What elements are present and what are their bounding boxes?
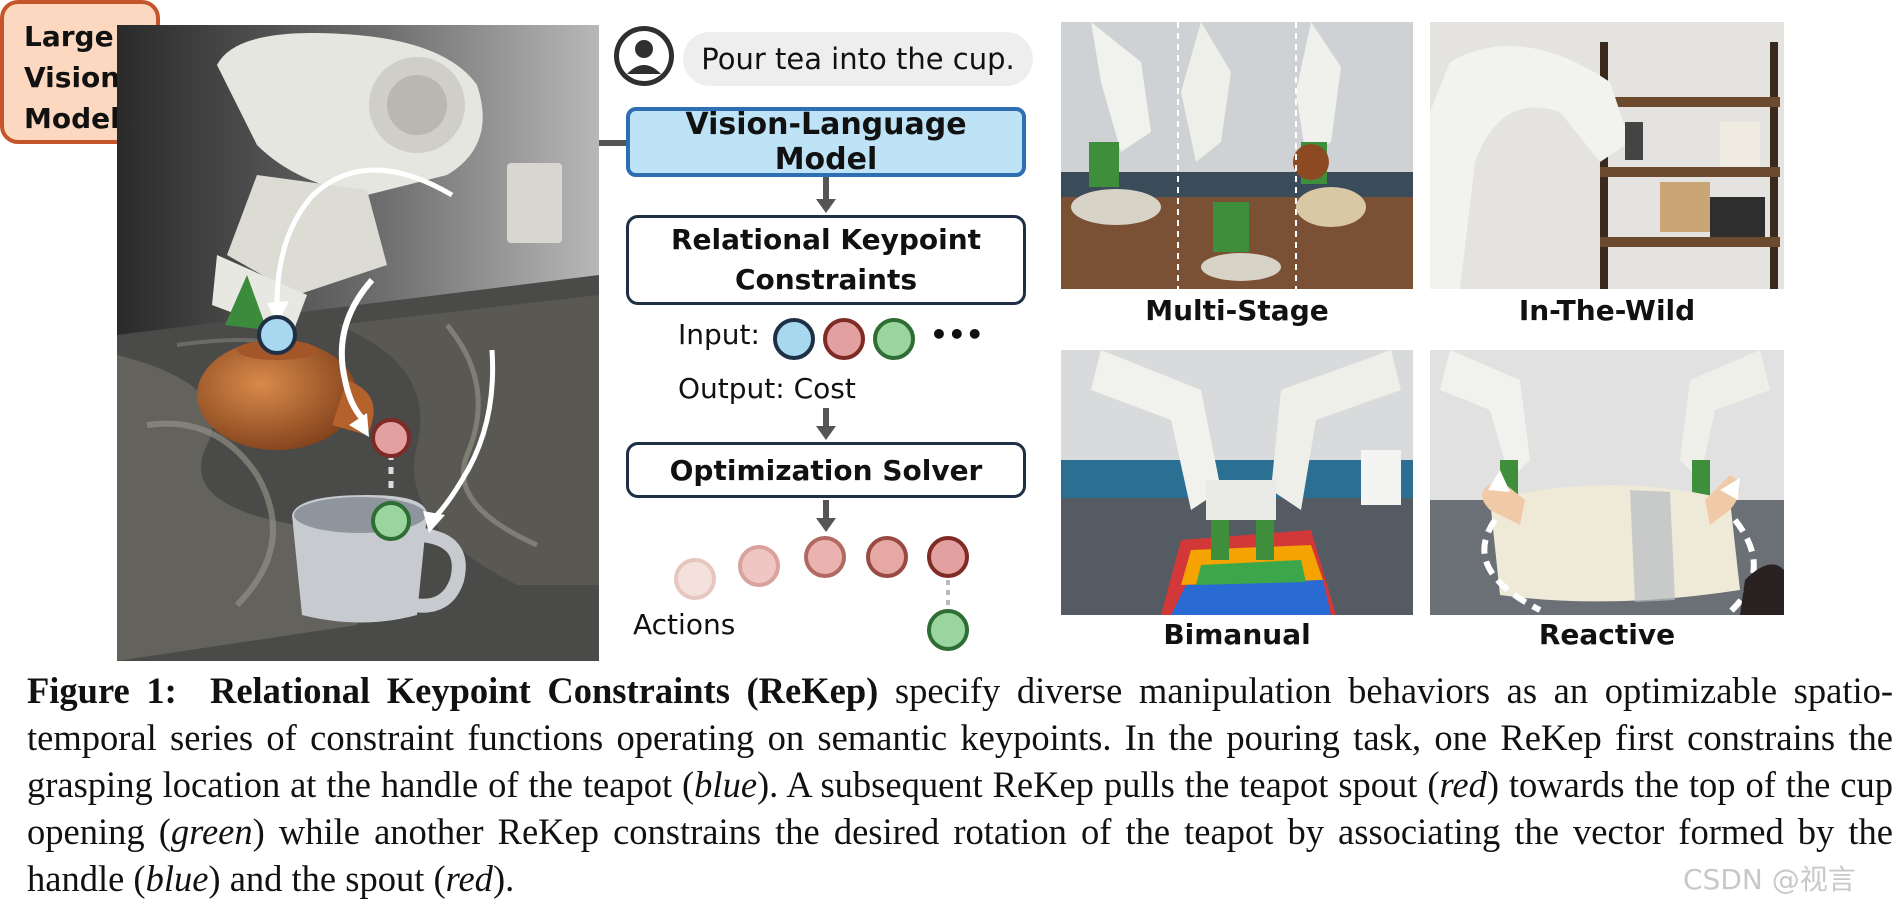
vision-language-model-box: Vision-Language Model bbox=[626, 107, 1026, 177]
reactive-photo bbox=[1430, 350, 1784, 615]
in-the-wild-photo bbox=[1430, 22, 1784, 289]
output-cost-label: Output: Cost bbox=[678, 372, 856, 405]
caption-blue-1: blue bbox=[694, 764, 757, 805]
keypoint-blue-handle bbox=[255, 313, 299, 357]
rkc-line-2: Constraints bbox=[671, 260, 981, 300]
multi-stage-photo bbox=[1061, 22, 1413, 289]
arrow-down-icon bbox=[815, 500, 837, 534]
user-avatar-icon bbox=[612, 24, 676, 88]
connector-photo-to-vlm bbox=[599, 140, 629, 148]
bimanual-label: Bimanual bbox=[1061, 618, 1413, 651]
caption-text-2: ). A subsequent ReKep pulls the teapot s… bbox=[757, 764, 1440, 805]
keypoint-red-spout bbox=[369, 416, 413, 460]
input-label: Input: bbox=[678, 318, 760, 351]
relational-keypoint-constraints-box: Relational Keypoint Constraints bbox=[626, 215, 1026, 305]
caption-red-1: red bbox=[1440, 764, 1487, 805]
arrow-down-icon bbox=[815, 408, 837, 442]
multi-stage-label: Multi-Stage bbox=[1061, 294, 1413, 327]
teapot-scene-photo bbox=[117, 25, 599, 661]
optimization-solver-box: Optimization Solver bbox=[626, 442, 1026, 498]
caption-green: green bbox=[171, 811, 253, 852]
caption-blue-2: blue bbox=[146, 858, 209, 899]
rkc-line-1: Relational Keypoint bbox=[671, 220, 981, 260]
arrow-down-icon bbox=[815, 177, 837, 215]
figure-caption: Figure 1: Relational Keypoint Constraint… bbox=[27, 667, 1893, 902]
caption-text-5: ) and the spout ( bbox=[208, 858, 445, 899]
keypoint-green-cup bbox=[369, 499, 413, 543]
bimanual-photo bbox=[1061, 350, 1413, 615]
watermark: CSDN @视言 bbox=[1683, 858, 1856, 898]
figure-label: Figure 1: bbox=[27, 670, 177, 711]
caption-text-6: ). bbox=[493, 858, 514, 899]
actions-label: Actions bbox=[633, 608, 735, 641]
in-the-wild-label: In-The-Wild bbox=[1430, 294, 1784, 327]
input-ellipsis: ••• bbox=[930, 318, 984, 351]
reactive-label: Reactive bbox=[1430, 618, 1784, 651]
instruction-bubble: Pour tea into the cup. bbox=[683, 32, 1033, 86]
input-keypoints bbox=[770, 314, 920, 364]
caption-red-2: red bbox=[446, 858, 493, 899]
caption-title: Relational Keypoint Constraints (ReKep) bbox=[210, 670, 878, 711]
